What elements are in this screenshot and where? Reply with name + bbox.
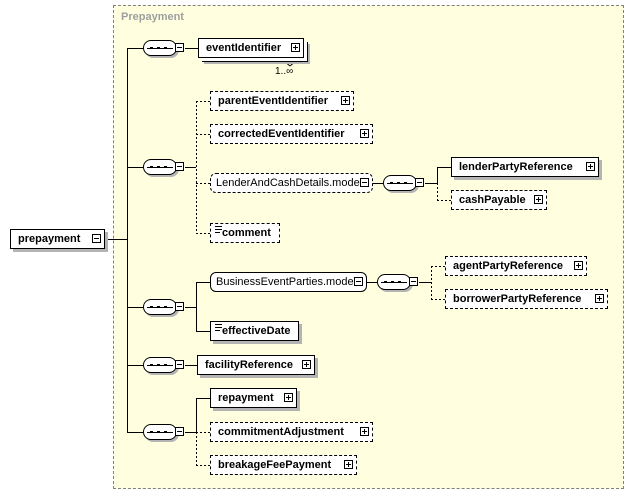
expand-icon[interactable] [595, 294, 604, 303]
element-label: correctedEventIdentifier [218, 128, 345, 140]
element-label: BusinessEventParties.model [216, 276, 357, 288]
expand-icon[interactable] [302, 360, 311, 369]
text-content-icon [215, 226, 222, 233]
expand-icon[interactable] [291, 43, 300, 52]
sequence-compositor-lender [383, 175, 417, 191]
expand-icon[interactable] [586, 162, 595, 171]
expand-icon[interactable] [360, 427, 369, 436]
element-comment[interactable]: comment [210, 223, 280, 243]
collapse-icon[interactable] [415, 178, 424, 187]
collapse-icon[interactable] [92, 234, 101, 243]
element-lender-party-reference[interactable]: lenderPartyReference [451, 157, 599, 177]
collapse-icon[interactable] [175, 302, 184, 311]
element-label: effectiveDate [222, 325, 291, 337]
sequence-compositor-parties [377, 274, 411, 290]
element-borrower-party-reference[interactable]: borrowerPartyReference [445, 289, 608, 309]
group-title: Prepayment [121, 11, 184, 23]
element-label: commitmentAdjustment [218, 426, 344, 438]
expand-icon[interactable] [284, 393, 293, 402]
element-label: parentEventIdentifier [218, 95, 329, 107]
sequence-compositor-2 [143, 159, 177, 175]
model-group-business-event-parties[interactable]: BusinessEventParties.model [210, 272, 367, 292]
expand-icon[interactable] [341, 96, 350, 105]
collapse-icon[interactable] [175, 43, 184, 52]
element-corrected-event-identifier[interactable]: correctedEventIdentifier [210, 124, 373, 144]
model-group-lender-and-cash-details[interactable]: LenderAndCashDetails.model [210, 173, 373, 193]
element-agent-party-reference[interactable]: agentPartyReference [445, 256, 587, 276]
element-label: lenderPartyReference [459, 161, 573, 173]
expand-icon[interactable] [574, 261, 583, 270]
element-label: breakageFeePayment [218, 459, 332, 471]
collapse-icon[interactable] [175, 360, 184, 369]
element-label: LenderAndCashDetails.model [216, 177, 363, 189]
sequence-compositor-5 [143, 424, 177, 440]
element-label: facilityReference [205, 359, 294, 371]
element-parent-event-identifier[interactable]: parentEventIdentifier [210, 91, 354, 111]
root-label: prepayment [18, 233, 81, 245]
collapse-icon[interactable] [175, 427, 184, 436]
sequence-compositor-1 [143, 40, 177, 56]
element-breakage-fee-payment[interactable]: breakageFeePayment [210, 455, 357, 475]
collapse-icon[interactable] [409, 277, 418, 286]
element-label: agentPartyReference [453, 260, 564, 272]
collapse-icon[interactable] [360, 178, 369, 187]
sequence-compositor-3 [143, 299, 177, 315]
sequence-compositor-4 [143, 357, 177, 373]
expand-icon[interactable] [534, 195, 543, 204]
element-cash-payable[interactable]: cashPayable [451, 190, 547, 210]
text-content-icon [215, 324, 222, 331]
element-effective-date[interactable]: effectiveDate [210, 321, 299, 341]
element-label: eventIdentifier [206, 42, 282, 54]
expand-icon[interactable] [360, 129, 369, 138]
element-event-identifier[interactable]: eventIdentifier [198, 38, 304, 58]
occurrence-label: 1..∞ [275, 66, 294, 77]
element-label: comment [222, 227, 271, 239]
element-facility-reference[interactable]: facilityReference [197, 355, 315, 375]
group-box [113, 5, 624, 489]
element-label: cashPayable [459, 194, 526, 206]
element-label: borrowerPartyReference [453, 293, 582, 305]
element-commitment-adjustment[interactable]: commitmentAdjustment [210, 422, 373, 442]
element-label: repayment [218, 392, 274, 404]
expand-icon[interactable] [344, 460, 353, 469]
element-repayment[interactable]: repayment [210, 388, 297, 408]
root-element-prepayment[interactable]: prepayment [10, 229, 105, 249]
collapse-icon[interactable] [354, 277, 363, 286]
collapse-icon[interactable] [175, 162, 184, 171]
